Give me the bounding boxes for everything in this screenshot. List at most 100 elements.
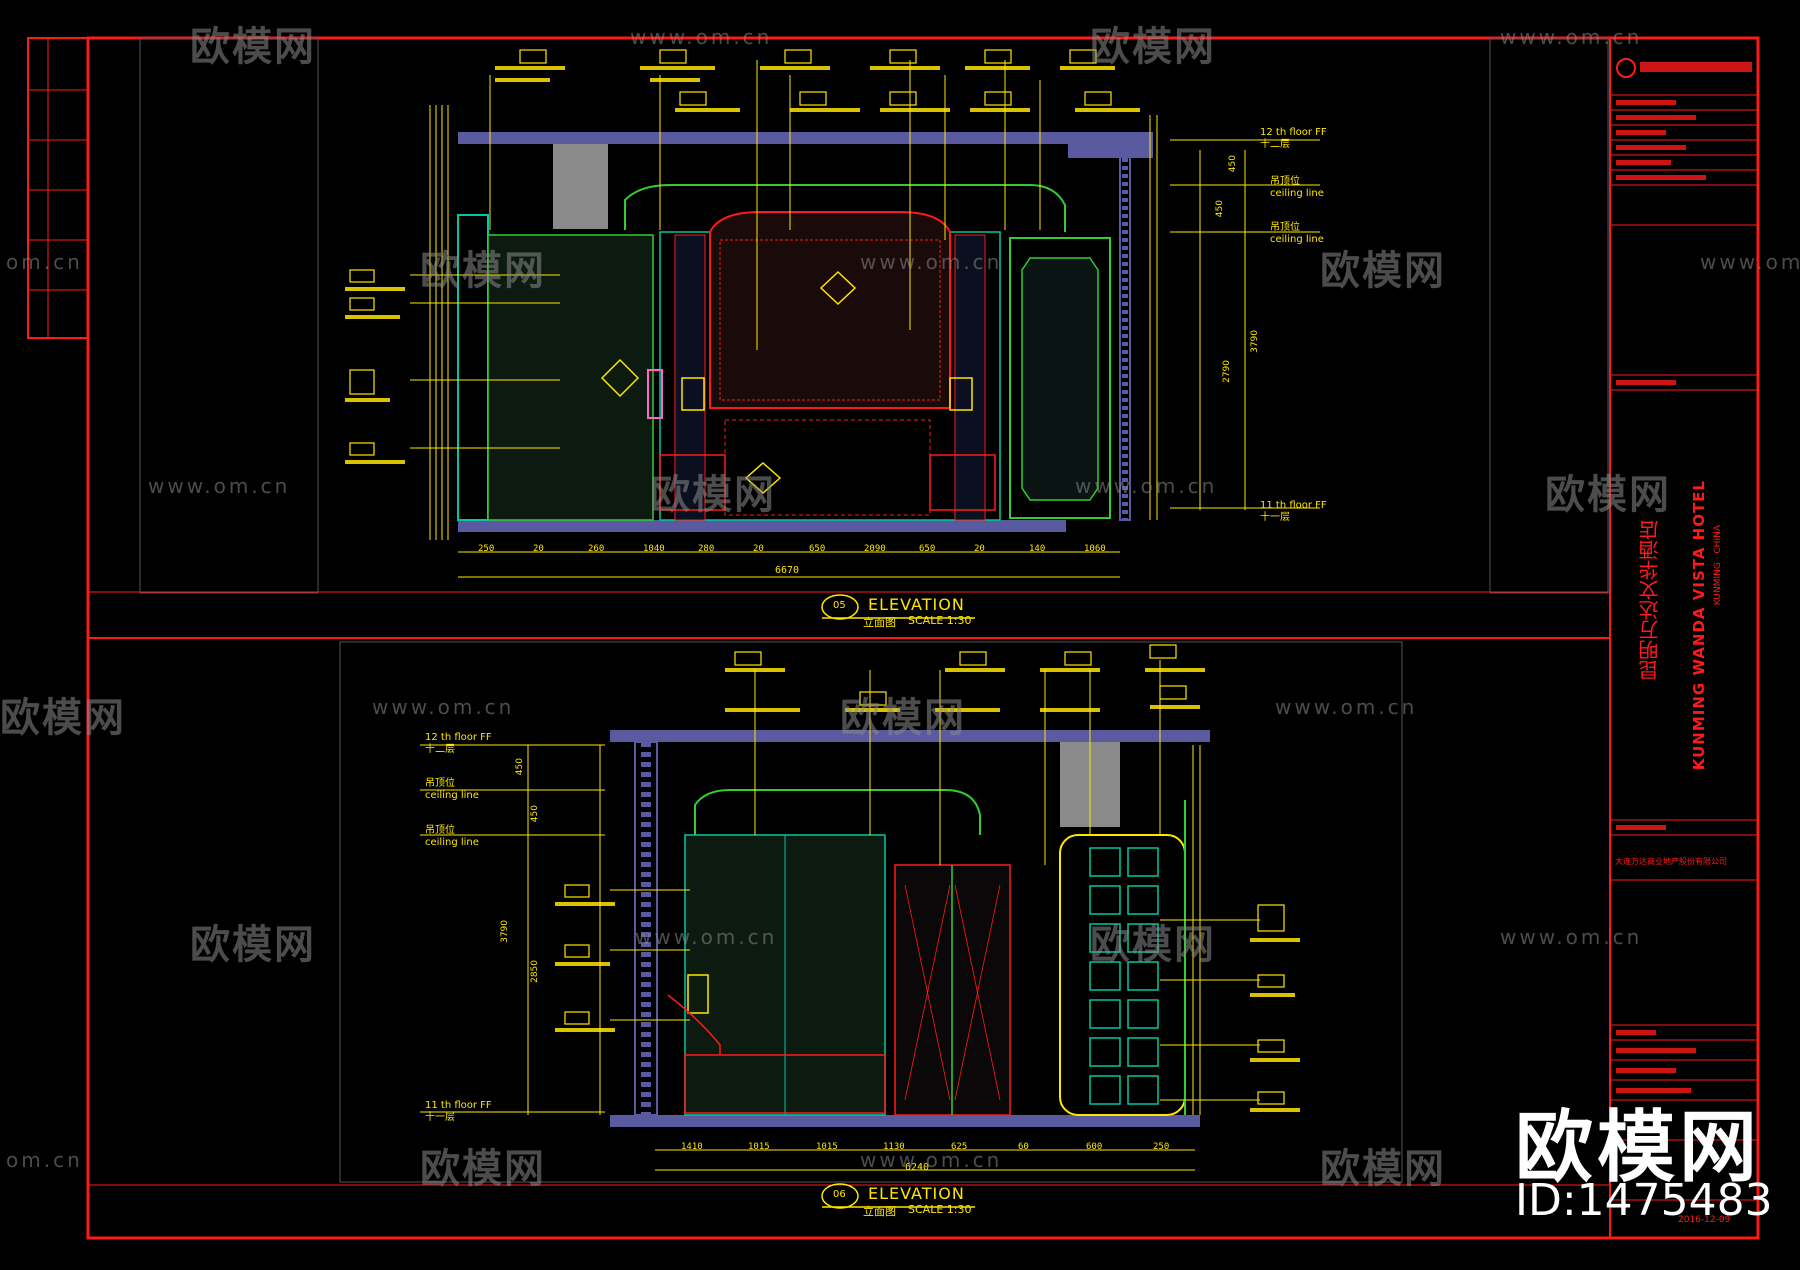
elev05-level-12-cn: 十二层: [1260, 139, 1290, 150]
elev05-vdim-1: 450: [1228, 155, 1238, 173]
elev06-left-wall: [634, 741, 658, 1116]
elev05-tag-filler: [345, 66, 1140, 464]
elev06-guide-lines: [527, 745, 1201, 1115]
elev06-headboard: [667, 994, 721, 1055]
elev06-level-12: 12 th floor FF: [425, 732, 492, 743]
elev05-ceiling-slab: [458, 132, 1068, 144]
elev06-tag-boxes: [564, 644, 1285, 1105]
dimension-value: 1130: [883, 1142, 905, 1152]
elevation-06-ceiling-b: 吊顶位 ceiling line: [425, 825, 479, 849]
elevation-06-title: ELEVATION: [868, 1184, 965, 1203]
dimension-value: 250: [478, 544, 495, 554]
elevation-05-drawing: [139, 37, 1609, 594]
elev05-vdim-3: 3790: [1250, 330, 1260, 353]
elev05-vdim-2: 450: [1215, 200, 1225, 218]
elev06-lamp: [687, 974, 709, 1014]
project-name-sub: KUNMING · CHINA: [1713, 525, 1723, 606]
elev05-viewport-right: [1489, 37, 1609, 594]
elev06-canopy: [694, 789, 981, 835]
title-block-rows: [1610, 94, 1758, 1201]
brand-id-label: ID:1475483: [1515, 1175, 1773, 1226]
elevation-05-dimensions: 250 20 260 1040 280 20 650 2090 650 20 140 1060: [458, 544, 1120, 558]
elev05-level-ceiling2-cn: 吊顶位: [1270, 222, 1300, 233]
elev05-right-beam: [1068, 132, 1153, 158]
elev06-level-ceiling2: ceiling line: [425, 837, 479, 848]
elev05-guide-lines: [429, 105, 1158, 540]
elev06-level-ceiling-cn: 吊顶位: [425, 778, 455, 789]
dimension-value: 2090: [864, 544, 886, 554]
elev06-leader-lines: [610, 660, 1260, 1101]
dimension-value: 650: [809, 544, 826, 554]
elev06-level-lines: [420, 744, 605, 1113]
elev06-ceiling-slab: [610, 730, 1210, 742]
elev05-level-ceiling2: ceiling line: [1270, 234, 1324, 245]
elevation-06-scale: SCALE 1:30: [908, 1203, 972, 1216]
elev06-tag-filler: [555, 668, 1300, 1112]
dimension-value: 60: [1018, 1142, 1029, 1152]
elev05-diamond-markers: [600, 270, 857, 495]
left-strip-grid: [28, 38, 88, 338]
elev05-level-ceiling-cn: 吊顶位: [1270, 176, 1300, 187]
dimension-value: 650: [919, 544, 936, 554]
sheet-left-strip: [27, 37, 89, 339]
elev05-vdim-4: 2790: [1222, 360, 1232, 383]
dimension-value: 1015: [816, 1142, 838, 1152]
elev06-vdim-2: 450: [530, 805, 540, 823]
elevation-06-number: 06: [833, 1189, 846, 1200]
elev06-wardrobe-hatch: [904, 884, 1001, 1101]
elev06-screen-frame: [1059, 834, 1186, 1116]
elevation-06-subtitle: 立面图: [863, 1205, 896, 1218]
elev06-screen-lattice: [1089, 847, 1159, 1105]
elev05-level-ceiling: ceiling line: [1270, 188, 1324, 199]
dimension-value: 140: [1029, 544, 1046, 554]
elev06-level-ceiling: ceiling line: [425, 790, 479, 801]
dimension-value: 1040: [643, 544, 665, 554]
elev05-tag-boxes: [349, 49, 1112, 456]
elev05-leader-lines: [410, 60, 1246, 510]
elev05-headboard: [709, 211, 951, 409]
elev06-viewport: [339, 641, 1403, 1183]
dimension-value: 20: [533, 544, 544, 554]
elev05-door-frame: [1009, 237, 1111, 519]
company-name: 大连万达商业地产股份有限公司: [1615, 857, 1727, 866]
elevation-06-levels: 12 th floor FF 十二层: [425, 732, 492, 756]
dimension-value: 1060: [1084, 544, 1106, 554]
company-logo-icon: [1616, 58, 1636, 78]
elevation-06-drawing: [339, 641, 1403, 1183]
elevation-06-ceiling-a: 吊顶位 ceiling line: [425, 778, 479, 802]
elev06-vdim-1: 450: [515, 758, 525, 776]
elev05-headboard-inner: [719, 239, 941, 401]
elevation-05-ceiling-b: 吊顶位 ceiling line: [1270, 222, 1324, 246]
elev05-level-11: 11 th floor FF: [1260, 500, 1327, 511]
elev05-beam: [553, 144, 608, 229]
elev05-left-panel: [487, 234, 654, 521]
dimension-value: 260: [588, 544, 605, 554]
dimension-value: 20: [753, 544, 764, 554]
elevation-05-subtitle: 立面图: [863, 616, 896, 629]
elevation-05-badge: [821, 594, 975, 620]
dimension-value: 600: [1086, 1142, 1103, 1152]
elevation-05-floor: 11 th floor FF 十一层: [1260, 500, 1327, 524]
company-name-bar: [1640, 62, 1752, 72]
elev06-level-11: 11 th floor FF: [425, 1100, 492, 1111]
project-name-cn: 昆明万达文华酒店: [1638, 520, 1662, 680]
elev06-bed: [684, 1054, 886, 1114]
title-block-filler-text: [1616, 100, 1706, 1093]
elev06-vdim-4: 2850: [530, 960, 540, 983]
elevation-05-number: 05: [833, 600, 846, 611]
elev05-right-lamp: [949, 377, 973, 411]
dimension-value: 280: [698, 544, 715, 554]
elev06-level-12-cn: 十二层: [425, 744, 455, 755]
elev05-left-lamp: [681, 377, 705, 411]
elevation-06-badge: [821, 1183, 975, 1209]
elev06-vdim-3: 3790: [500, 920, 510, 943]
dimension-value: 1015: [748, 1142, 770, 1152]
elev05-bed-base: [724, 419, 931, 516]
elev05-left-nightstand: [659, 454, 726, 511]
elev05-level-12: 12 th floor FF: [1260, 127, 1327, 138]
dimension-value: 20: [974, 544, 985, 554]
title-block: [1609, 37, 1759, 1239]
brand-logo-text: 欧模网: [1515, 1103, 1762, 1193]
